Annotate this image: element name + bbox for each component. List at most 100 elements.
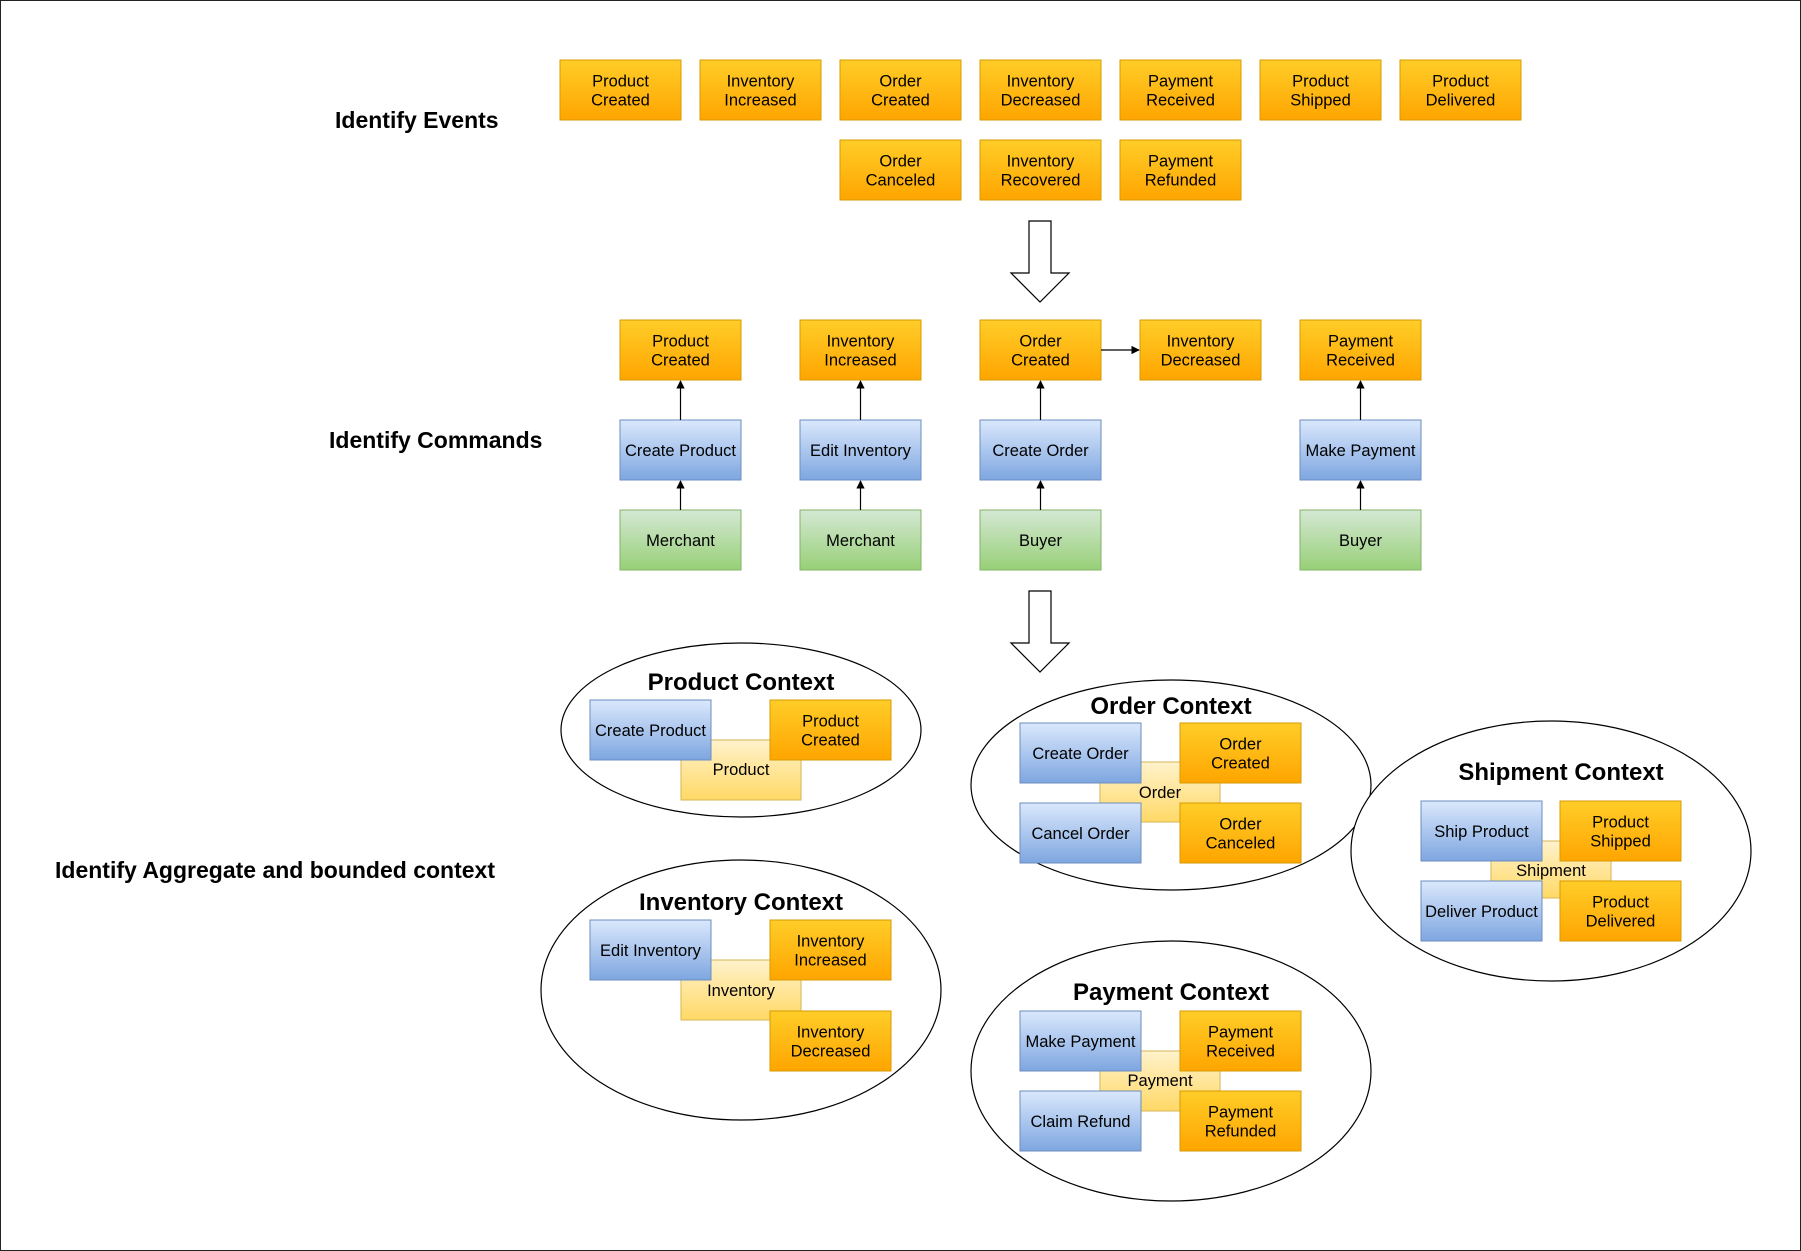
flow-command-create-product: Create Product xyxy=(619,419,742,481)
event-box xyxy=(799,319,922,381)
event-box xyxy=(1179,722,1302,784)
command-box xyxy=(1019,802,1142,864)
stage-transition-arrow-2 xyxy=(1009,590,1071,673)
event-box xyxy=(1179,1010,1302,1072)
context-command-make-payment: Make Payment xyxy=(1019,1010,1142,1072)
command-label: Ship Product xyxy=(1434,823,1529,841)
command-label: Create Product xyxy=(625,442,736,460)
event-box xyxy=(839,59,962,121)
command-label: Make Payment xyxy=(1025,1033,1135,1051)
actor-box xyxy=(799,509,922,571)
context-command-deliver-product: Deliver Product xyxy=(1420,880,1543,942)
command-box xyxy=(1420,880,1543,942)
event-box xyxy=(1559,880,1682,942)
actor-label: Merchant xyxy=(646,532,715,550)
event-box xyxy=(979,139,1102,201)
payment-context-title: Payment Context xyxy=(1073,979,1269,1006)
aggregate-label: Product xyxy=(713,761,770,779)
inventory-context-title: Inventory Context xyxy=(639,889,843,916)
actor-box xyxy=(619,509,742,571)
context-command-claim-refund: Claim Refund xyxy=(1019,1090,1142,1152)
order-context-title: Order Context xyxy=(1090,693,1251,720)
event-box xyxy=(1119,59,1242,121)
flow-command-make-payment: Make Payment xyxy=(1299,419,1422,481)
stage-label-contexts: Identify Aggregate and bounded context xyxy=(55,857,495,883)
event-box xyxy=(769,1010,892,1072)
event-box xyxy=(1179,802,1302,864)
actor-label: Buyer xyxy=(1339,532,1383,550)
context-command-cancel-order: Cancel Order xyxy=(1019,802,1142,864)
context-command-edit-inventory: Edit Inventory xyxy=(589,919,712,981)
event-box xyxy=(1119,139,1242,201)
actor-label: Merchant xyxy=(826,532,895,550)
event-box xyxy=(979,319,1102,381)
event-box xyxy=(769,919,892,981)
command-box xyxy=(1299,419,1422,481)
aggregate-label: Inventory xyxy=(707,982,776,1000)
event-box xyxy=(1559,800,1682,862)
command-box xyxy=(1019,1090,1142,1152)
flow-command-create-order: Create Order xyxy=(979,419,1102,481)
event-box xyxy=(1259,59,1382,121)
event-box xyxy=(769,699,892,761)
command-box xyxy=(589,699,712,761)
event-box xyxy=(699,59,822,121)
event-box xyxy=(979,59,1102,121)
shipment-context-title: Shipment Context xyxy=(1458,759,1663,786)
aggregate-label: Payment xyxy=(1127,1072,1193,1090)
actor-box xyxy=(979,509,1102,571)
event-box xyxy=(839,139,962,201)
command-label: Claim Refund xyxy=(1031,1113,1131,1131)
product-context-title: Product Context xyxy=(648,669,835,696)
event-box xyxy=(1399,59,1522,121)
command-label: Edit Inventory xyxy=(810,442,912,460)
command-box xyxy=(979,419,1102,481)
command-box xyxy=(589,919,712,981)
